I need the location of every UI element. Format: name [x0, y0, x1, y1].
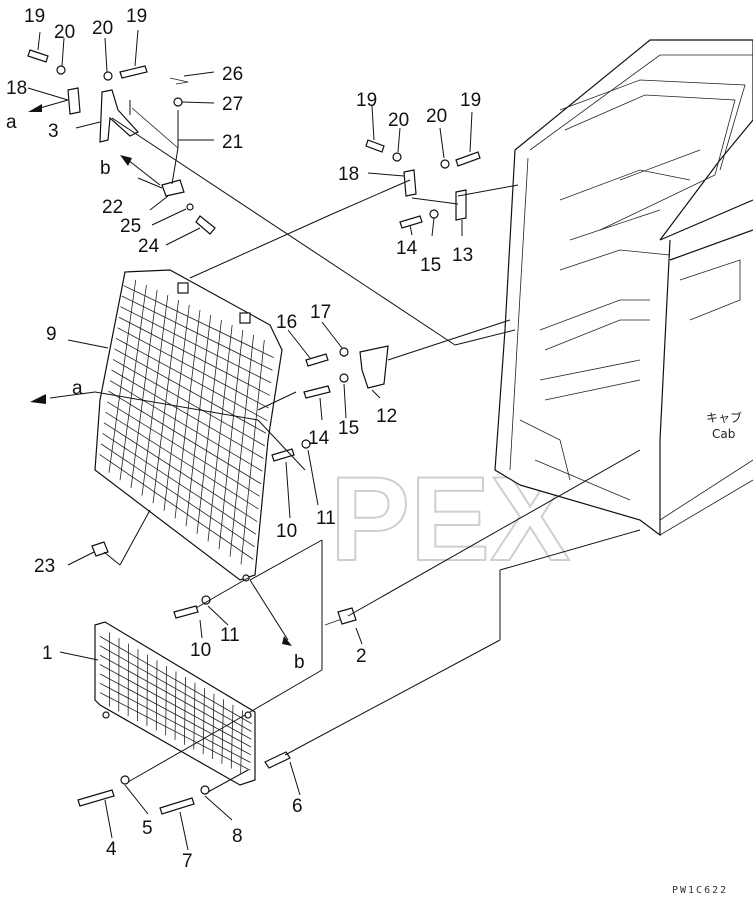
label-3: 3 — [48, 121, 59, 142]
label-7: 7 — [182, 851, 193, 872]
label-18: 18 — [338, 164, 359, 185]
label-4: 4 — [106, 839, 117, 860]
label-6: 6 — [292, 796, 303, 817]
view-mark-a-top: a — [6, 112, 17, 133]
label-25: 25 — [120, 216, 141, 237]
label-19: 19 — [126, 6, 147, 27]
drawing-code: PW1C622 — [672, 885, 728, 896]
view-mark-a-mid: a — [72, 378, 83, 399]
leader-lines — [27, 29, 641, 851]
label-19: 19 — [356, 90, 377, 111]
label-15: 15 — [420, 255, 441, 276]
label-17: 17 — [310, 302, 331, 323]
label-16: 16 — [276, 312, 297, 333]
view-mark-b-bottom: b — [294, 652, 305, 673]
label-20: 20 — [54, 22, 75, 43]
label-13: 13 — [452, 245, 473, 266]
part-number-labels: 19 20 20 19 26 18 27 3 21 22 25 24 19 20… — [6, 6, 481, 872]
view-marks: a b a b — [6, 112, 305, 673]
label-24: 24 — [138, 236, 160, 257]
label-23: 23 — [34, 556, 55, 577]
cab-label-jp: キャブ — [706, 410, 742, 425]
label-2: 2 — [356, 646, 367, 667]
label-20: 20 — [92, 18, 113, 39]
label-21: 21 — [222, 132, 243, 153]
label-15: 15 — [338, 418, 359, 439]
label-10: 10 — [276, 521, 297, 542]
upper-guard-mesh — [94, 269, 283, 582]
label-10: 10 — [190, 640, 211, 661]
label-26: 26 — [222, 64, 243, 85]
label-20: 20 — [388, 110, 409, 131]
fasteners — [27, 49, 481, 815]
label-12: 12 — [376, 406, 397, 427]
view-mark-b-top: b — [100, 158, 111, 179]
label-14: 14 — [308, 428, 330, 449]
label-27: 27 — [222, 94, 243, 115]
label-8: 8 — [232, 826, 243, 847]
label-11: 11 — [316, 508, 336, 529]
label-1: 1 — [42, 643, 53, 664]
lower-guard-mesh — [94, 621, 256, 786]
label-20: 20 — [426, 106, 447, 127]
cab-frame — [494, 39, 753, 537]
label-19: 19 — [24, 6, 45, 27]
label-19: 19 — [460, 90, 481, 111]
label-5: 5 — [142, 818, 153, 839]
label-18: 18 — [6, 78, 27, 99]
label-14: 14 — [396, 238, 418, 259]
label-9: 9 — [46, 324, 57, 345]
label-22: 22 — [102, 197, 123, 218]
label-11: 11 — [220, 625, 240, 646]
cab-label-en: Cab — [712, 427, 735, 441]
